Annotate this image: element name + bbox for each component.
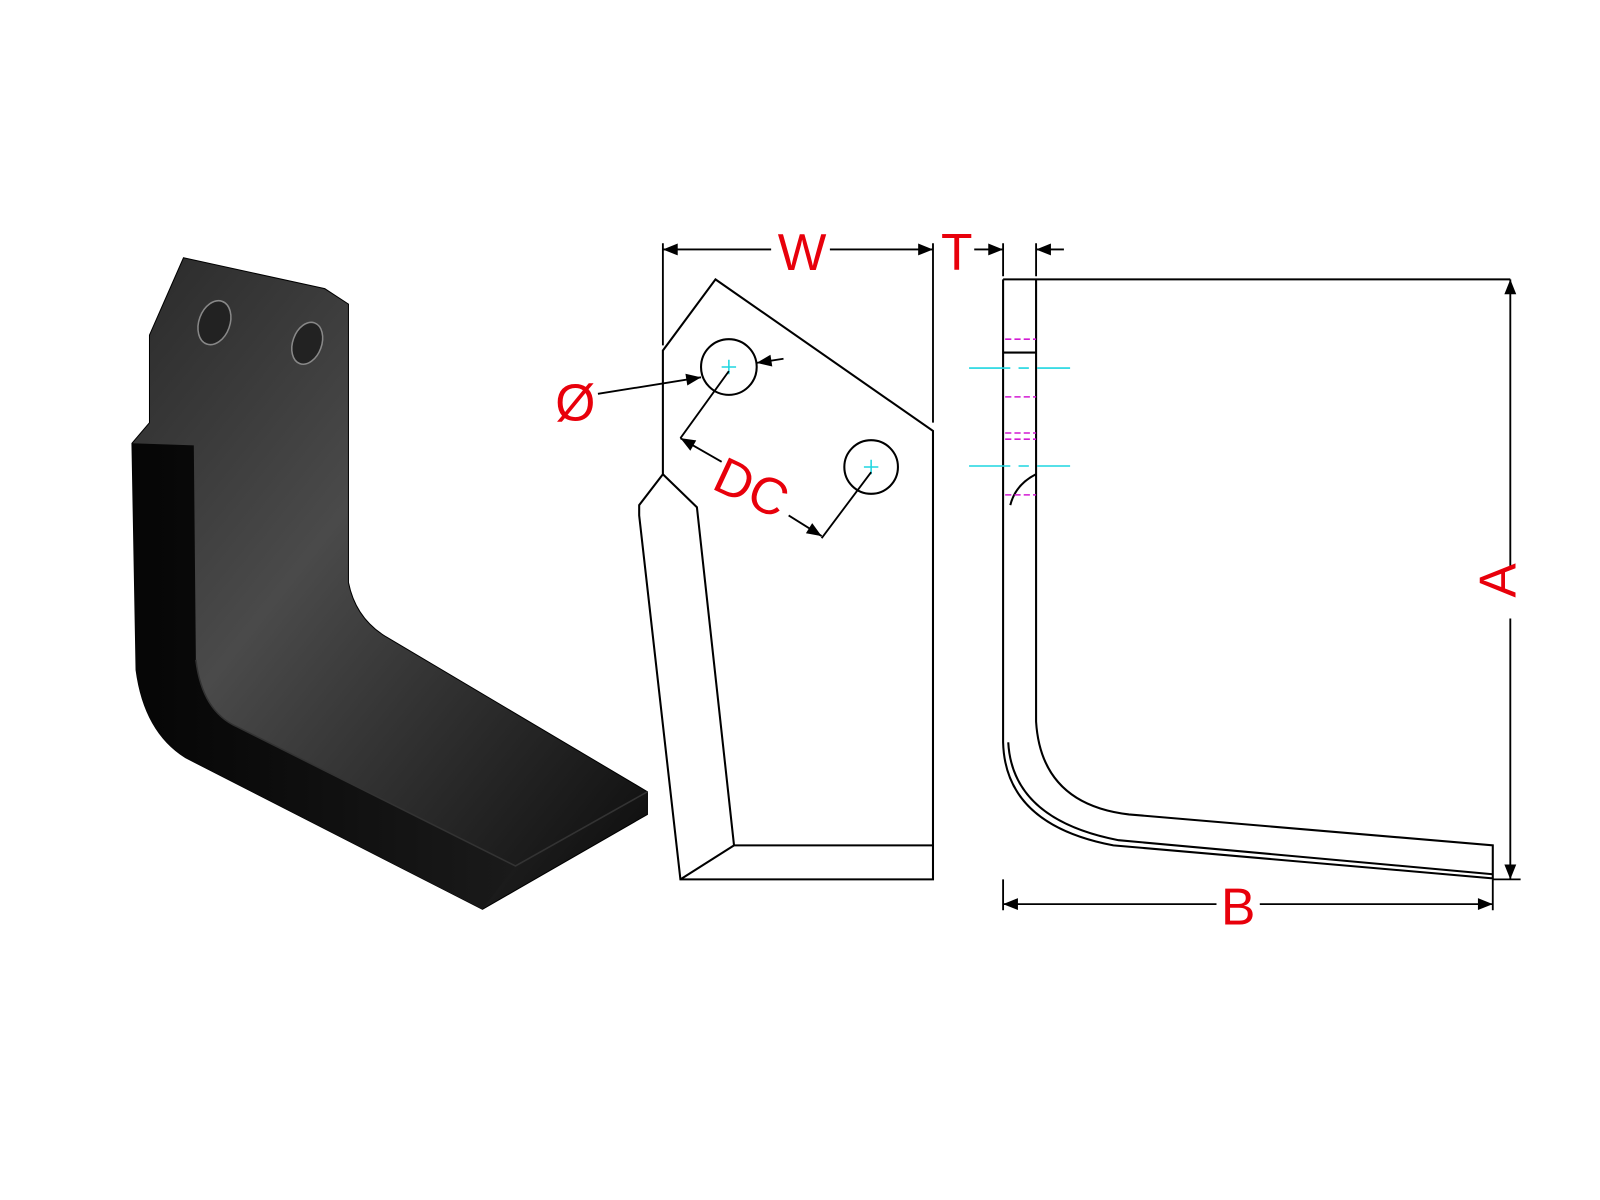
blade-3d-render: [131, 257, 648, 910]
mounting-hole-1: [197, 299, 232, 346]
label-length: B: [1221, 878, 1255, 936]
front-view: [597, 243, 935, 881]
side-view: [969, 243, 1521, 911]
mounting-hole-2: [290, 321, 324, 366]
label-hole-distance: DC: [706, 445, 798, 529]
label-width: W: [778, 223, 827, 281]
label-diameter: Ø: [555, 374, 595, 432]
label-height: A: [1468, 563, 1526, 598]
label-thickness: T: [941, 223, 972, 281]
